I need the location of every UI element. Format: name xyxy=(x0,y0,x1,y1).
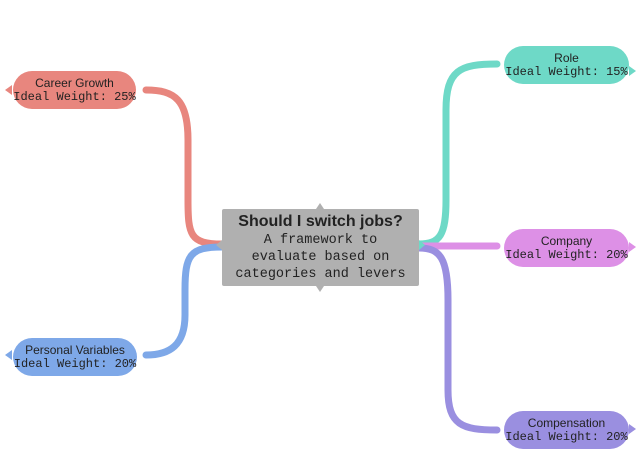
personal-variables-collapse-icon[interactable] xyxy=(5,350,12,360)
career-growth-weight: Ideal Weight: 25% xyxy=(13,90,136,104)
connector-role xyxy=(415,60,501,248)
connector-career-growth xyxy=(142,86,226,248)
compensation-title: Compensation xyxy=(527,416,606,430)
center-top-marker xyxy=(316,203,324,209)
role-collapse-icon[interactable] xyxy=(629,66,636,76)
company-title: Company xyxy=(540,234,593,248)
connector-compensation xyxy=(415,244,501,434)
compensation-collapse-icon[interactable] xyxy=(629,424,636,434)
connector-personal-variables xyxy=(142,243,226,359)
central-topic-subtitle: A framework to evaluate based on categor… xyxy=(235,233,406,282)
company-weight: Ideal Weight: 20% xyxy=(505,248,628,262)
node-career-growth[interactable]: Career Growth Ideal Weight: 25% xyxy=(13,71,136,109)
compensation-weight: Ideal Weight: 20% xyxy=(505,430,628,444)
central-topic-title: Should I switch jobs? xyxy=(238,213,403,230)
center-left-marker xyxy=(216,240,222,250)
central-topic-node[interactable]: Should I switch jobs? A framework to eva… xyxy=(222,209,419,286)
career-growth-collapse-icon[interactable] xyxy=(5,85,12,95)
center-right-marker xyxy=(419,240,425,250)
personal-variables-weight: Ideal Weight: 20% xyxy=(13,357,137,371)
role-weight: Ideal Weight: 15% xyxy=(505,65,628,79)
center-bottom-marker xyxy=(316,286,324,292)
role-title: Role xyxy=(554,51,579,65)
node-compensation[interactable]: Compensation Ideal Weight: 20% xyxy=(504,411,629,449)
company-collapse-icon[interactable] xyxy=(629,242,636,252)
node-role[interactable]: Role Ideal Weight: 15% xyxy=(504,46,629,84)
career-growth-title: Career Growth xyxy=(35,76,114,90)
node-personal-variables[interactable]: Personal Variables Ideal Weight: 20% xyxy=(13,338,137,376)
node-company[interactable]: Company Ideal Weight: 20% xyxy=(504,229,629,267)
personal-variables-title: Personal Variables xyxy=(25,343,125,357)
